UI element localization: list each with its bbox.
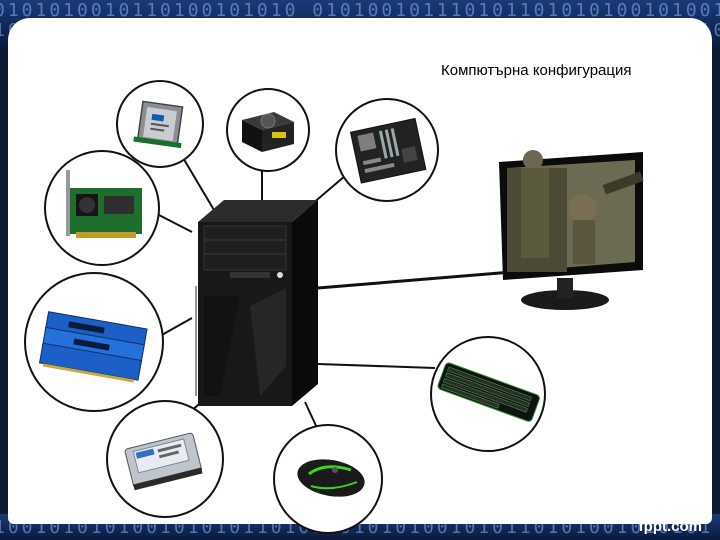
computer-case [190,196,318,406]
monitor-icon [493,130,668,315]
footer-logo: fppt.com [639,518,702,535]
ram-node [24,272,164,412]
hdd-node [106,400,224,518]
monitor [493,130,668,315]
motherboard-node [335,98,439,202]
graphics-card-icon [46,152,158,264]
slide-title: Компютърна конфигурация [441,62,631,79]
hard-disk-icon [108,402,222,516]
keyboard-node [430,336,546,452]
mouse-node [273,424,383,534]
psu-node [226,88,310,172]
keyboard-icon [432,338,544,450]
gpu-node [44,150,160,266]
mouse-icon [275,426,381,532]
power-supply-icon [228,90,308,170]
ram-module-icon [26,274,162,410]
motherboard-icon [337,100,437,200]
computer-case-icon [190,196,318,406]
